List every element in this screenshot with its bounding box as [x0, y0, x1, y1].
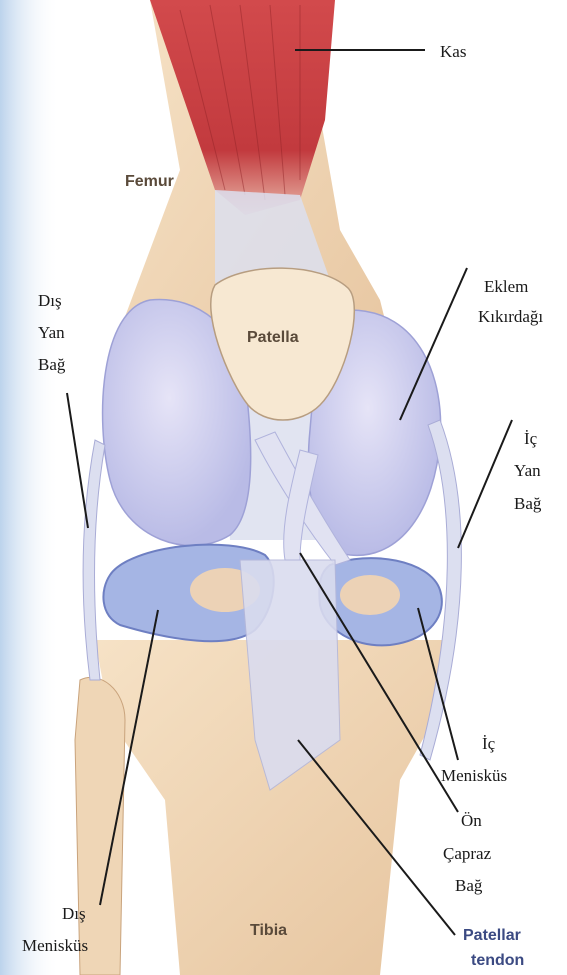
label-dis-yan-bag-line1: Dış: [38, 291, 62, 310]
label-kas: Kas: [440, 42, 466, 61]
label-on-capraz-bag-line1: Ön: [461, 811, 482, 830]
label-dis-menisküs-line1: Dış: [62, 904, 86, 923]
fibula-bone: [75, 677, 125, 975]
label-ic-menisküs-line2: Menisküs: [441, 766, 507, 785]
label-eklem-kikirdagi-line1: Eklem: [484, 277, 528, 296]
label-tibia: Tibia: [250, 922, 287, 939]
label-on-capraz-bag-line3: Bağ: [455, 876, 483, 895]
label-ic-yan-bag-line2: Yan: [514, 461, 541, 480]
label-eklem-kikirdagi-line2: Kıkırdağı: [478, 307, 543, 326]
label-femur: Femur: [125, 173, 174, 190]
label-ic-yan-bag-line3: Bağ: [514, 494, 542, 513]
leader-dis-yan-bag: [67, 393, 88, 528]
label-on-capraz-bag-line2: Çapraz: [443, 844, 492, 863]
label-dis-menisküs-line2: Menisküs: [22, 936, 88, 955]
label-patella: Patella: [247, 329, 299, 346]
label-patellar-tendon-line1: Patellar: [463, 927, 521, 944]
leader-ic-yan-bag: [458, 420, 512, 548]
label-patellar-tendon-line2: tendon: [471, 952, 524, 969]
label-ic-yan-bag-line1: İç: [524, 429, 538, 448]
label-dis-yan-bag-line3: Bağ: [38, 355, 66, 374]
label-dis-yan-bag-line2: Yan: [38, 323, 65, 342]
medial-meniscus-center: [340, 575, 400, 615]
left-background-band: [0, 0, 60, 975]
label-ic-menisküs-line1: İç: [482, 734, 496, 753]
